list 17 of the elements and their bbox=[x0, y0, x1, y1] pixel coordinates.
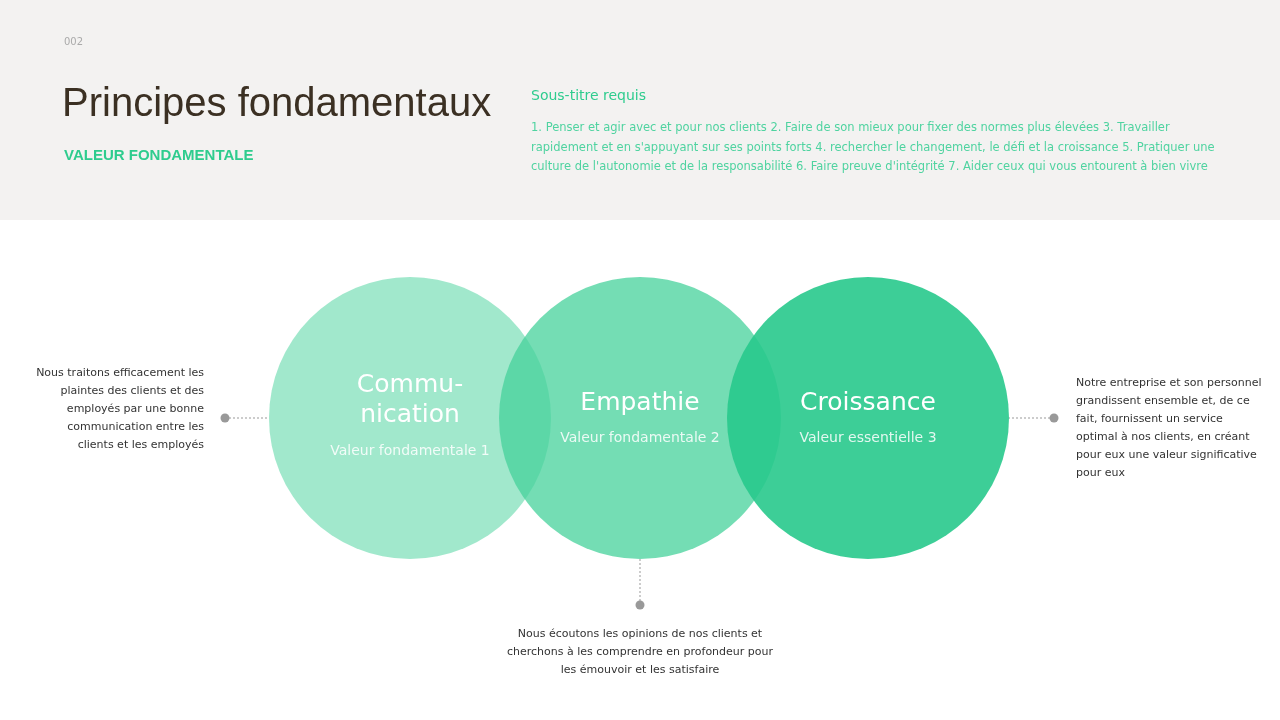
leader-line bbox=[1008, 413, 1059, 423]
description-text: Nous écoutons les opinions de nos clients et cherchons à les comprendre en profondeur pour les émouvoir et les satisfaire bbox=[500, 625, 780, 679]
circle-title: Croissance bbox=[799, 387, 937, 417]
description-text: Notre entreprise et son personnel grandissent ensemble et, de ce fait, fournissent un service optimal à nos clients, en créant pour eux une valeur significative pour eux bbox=[1076, 374, 1266, 482]
subheading: Sous-titre requis bbox=[531, 87, 647, 103]
leader-line bbox=[220, 413, 270, 423]
circle-title: Commu- nication bbox=[355, 369, 465, 429]
page-number: 002 bbox=[64, 36, 84, 47]
description-text: Nous traitons efficacement les plaintes des clients et des employés par une bonne communication entre les clients et les employés bbox=[30, 364, 204, 454]
circle-subtitle: Valeur fondamentale 1 bbox=[329, 442, 491, 458]
paragraph: 1. Penser et agir avec et pour nos clients 2. Faire de son mieux pour fixer des normes plus élevées 3. Travailler rapidement et en s'appuyant sur ses points forts 4. rechercher le changement, le défi et la croissance 5. Pratiquer une culture de l'autonomie et de la responsabilité 6. Faire preuve d'intégrité 7. Aider ceux qui vous entourent à bien vivre bbox=[531, 119, 1216, 175]
leader-line bbox=[635, 558, 645, 610]
subtitle: VALEUR FONDAMENTALE bbox=[64, 146, 254, 163]
page-title: Principes fondamentaux bbox=[62, 80, 492, 125]
circle-title: Empathie bbox=[579, 387, 701, 417]
circle-subtitle: Valeur fondamentale 2 bbox=[559, 429, 721, 445]
circle-subtitle: Valeur essentielle 3 bbox=[798, 429, 938, 445]
